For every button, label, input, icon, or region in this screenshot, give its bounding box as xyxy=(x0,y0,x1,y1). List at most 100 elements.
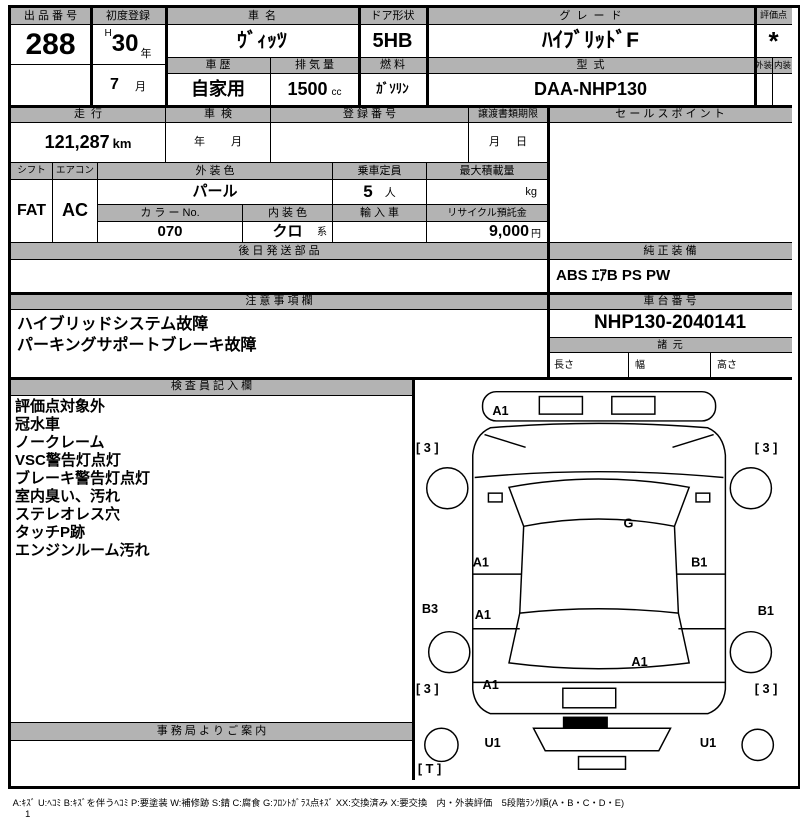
interior-score-empty xyxy=(773,74,792,106)
reg-no-empty xyxy=(271,123,469,163)
inspection-label: 車 検 xyxy=(166,106,271,123)
marker-rear-gate: A1 xyxy=(631,655,647,669)
auction-no-empty xyxy=(11,65,91,106)
spec-height-label: 高さ xyxy=(717,359,737,371)
car-name-label: 車 名 xyxy=(166,8,359,25)
muffler-shape xyxy=(577,755,627,770)
inspector-note: エンジンルーム汚れ xyxy=(15,542,150,559)
recycle-deposit-cell: 9,000 円 xyxy=(427,222,548,243)
spec-width-cell: 幅 xyxy=(629,353,711,378)
first-reg-month-cell: 7 月 xyxy=(91,65,166,106)
damage-diagram-box: A1 [ 3 ] [ 3 ] G A1 B1 B3 A1 B1 A1 A1 [ … xyxy=(413,378,792,780)
displacement-label: 排 気 量 xyxy=(271,58,359,74)
exterior-score-empty xyxy=(755,74,773,106)
divider-v-grade xyxy=(755,8,757,106)
sales-point-box xyxy=(548,123,792,243)
genuine-equipment-value: ABS ｴｱB PS PW xyxy=(548,260,792,293)
mirror-left xyxy=(487,492,503,503)
reg-no-label: 登 録 番 号 xyxy=(271,106,469,123)
first-reg-label: 初度登録 xyxy=(91,8,166,25)
interior-color-label: 内 装 色 xyxy=(243,205,333,222)
car-name-value: ｳﾞｨｯﾂ xyxy=(166,25,359,58)
roof-edge-right xyxy=(673,526,680,614)
aircon-value: AC xyxy=(53,180,98,243)
inspector-note: 冠水車 xyxy=(15,416,61,433)
history-value: 自家用 xyxy=(166,74,271,106)
office-label: 事 務 局 よ り ご 案 内 xyxy=(11,723,413,741)
auction-sheet-page: { "top": { "auction_no": { "label": "出 品… xyxy=(8,5,800,819)
capacity-cell: 5 人 xyxy=(333,180,427,205)
score-value: * xyxy=(755,25,792,58)
legend-bar: A:ｷｽﾞ U:ﾍｺﾐ B:ｷｽﾞを伴うﾍｺﾐ P:要塗装 W:補修跡 S:錆 … xyxy=(8,787,794,820)
marker-underbody-right: U1 xyxy=(700,736,716,750)
marker-right-front-door: B1 xyxy=(691,555,707,569)
inspector-note: 室内臭い、汚れ xyxy=(15,488,121,505)
divider-v-firstreg xyxy=(166,8,168,106)
interior-color-cell: クロ 系 xyxy=(243,222,333,243)
wheel-front-left xyxy=(425,467,469,510)
notes-box: ハイブリッドシステム故障 パーキングサポートブレーキ故障 xyxy=(11,310,548,378)
model-value: DAA-NHP130 xyxy=(427,74,755,106)
underbody-wheel-right xyxy=(741,728,775,762)
max-load-unit: kg xyxy=(525,185,537,198)
exterior-label: 外装 xyxy=(755,58,773,74)
inspector-note: 評価点対象外 xyxy=(15,398,106,415)
max-load-label: 最大積載量 xyxy=(427,163,548,180)
genuine-equipment-label: 純 正 装 備 xyxy=(548,243,792,260)
inspection-cell: 年 月 xyxy=(166,123,271,163)
inspector-note: ノークレーム xyxy=(15,434,105,451)
spec-height-cell: 高さ xyxy=(711,353,792,378)
marker-windshield: G xyxy=(624,516,634,530)
later-parts-empty xyxy=(11,260,548,293)
inspector-note: VSC警告灯点灯 xyxy=(15,452,121,469)
chassis-no-label: 車 台 番 号 xyxy=(548,293,792,310)
divider-h-inspector xyxy=(11,378,792,380)
inspector-notes-box: 評価点対象外 冠水車 ノークレーム VSC警告灯点灯 ブレーキ警告灯点灯 室内臭… xyxy=(11,396,413,723)
history-label: 車 歴 xyxy=(166,58,271,74)
first-reg-era: H xyxy=(104,28,112,39)
inspector-note: ステレオレス穴 xyxy=(15,506,121,523)
sales-point-label: セ ー ル ス ポ イ ン ト xyxy=(548,106,792,123)
front-grille-left xyxy=(538,395,584,415)
capacity-unit: 人 xyxy=(384,187,396,200)
fuel-label: 燃 料 xyxy=(359,58,427,74)
marker-tire-rear-right: [ 3 ] xyxy=(755,682,778,696)
wheel-front-right xyxy=(729,467,773,510)
damage-diagram: A1 [ 3 ] [ 3 ] G A1 B1 B3 A1 B1 A1 A1 [ … xyxy=(416,390,778,776)
mileage-cell: 121,287 km xyxy=(11,123,166,163)
model-label: 型 式 xyxy=(427,58,755,74)
door-shape-value: 5HB xyxy=(359,25,427,58)
mirror-right xyxy=(695,492,711,503)
fuel-value: ｶﾞｿﾘﾝ xyxy=(359,74,427,106)
transfer-day-unit: 日 xyxy=(516,136,527,149)
capacity-label: 乗車定員 xyxy=(333,163,427,180)
marker-tire-front-right: [ 3 ] xyxy=(755,441,778,455)
spec-length-cell: 長さ xyxy=(548,353,629,378)
first-reg-year-cell: H 30 年 xyxy=(91,25,166,65)
exterior-color-label: 外 装 色 xyxy=(98,163,333,180)
legend-page-number: 1 xyxy=(25,809,31,819)
recycle-deposit-value: 9,000 xyxy=(488,223,529,241)
body-outline xyxy=(472,422,727,715)
marker-underbody-left: U1 xyxy=(485,736,501,750)
divider-v-door xyxy=(427,8,429,106)
spec-label: 諸 元 xyxy=(548,338,792,353)
marker-left-rear-door: A1 xyxy=(475,608,491,622)
color-no-label: カ ラ ー No. xyxy=(98,205,243,222)
chassis-no-value: NHP130-2040141 xyxy=(548,310,792,338)
roof-edge-left xyxy=(519,526,525,614)
spare-tire-shape xyxy=(424,727,459,763)
marker-left-front-door: A1 xyxy=(473,555,489,569)
headlight-right xyxy=(672,433,714,448)
door-shape-label: ドア形状 xyxy=(359,8,427,25)
displacement-cell: 1500 cc xyxy=(271,74,359,106)
displacement-value: 1500 xyxy=(287,78,328,99)
wheel-rear-right xyxy=(729,630,773,674)
headlight-left xyxy=(484,433,526,448)
color-no-value: 070 xyxy=(98,222,243,243)
score-label: 評価点 xyxy=(755,8,792,25)
windshield-shape xyxy=(507,478,691,528)
shift-label: シフト xyxy=(11,163,53,180)
auction-no-value: 288 xyxy=(11,25,91,65)
recycle-deposit-label: リサイクル預託金 xyxy=(427,205,548,222)
